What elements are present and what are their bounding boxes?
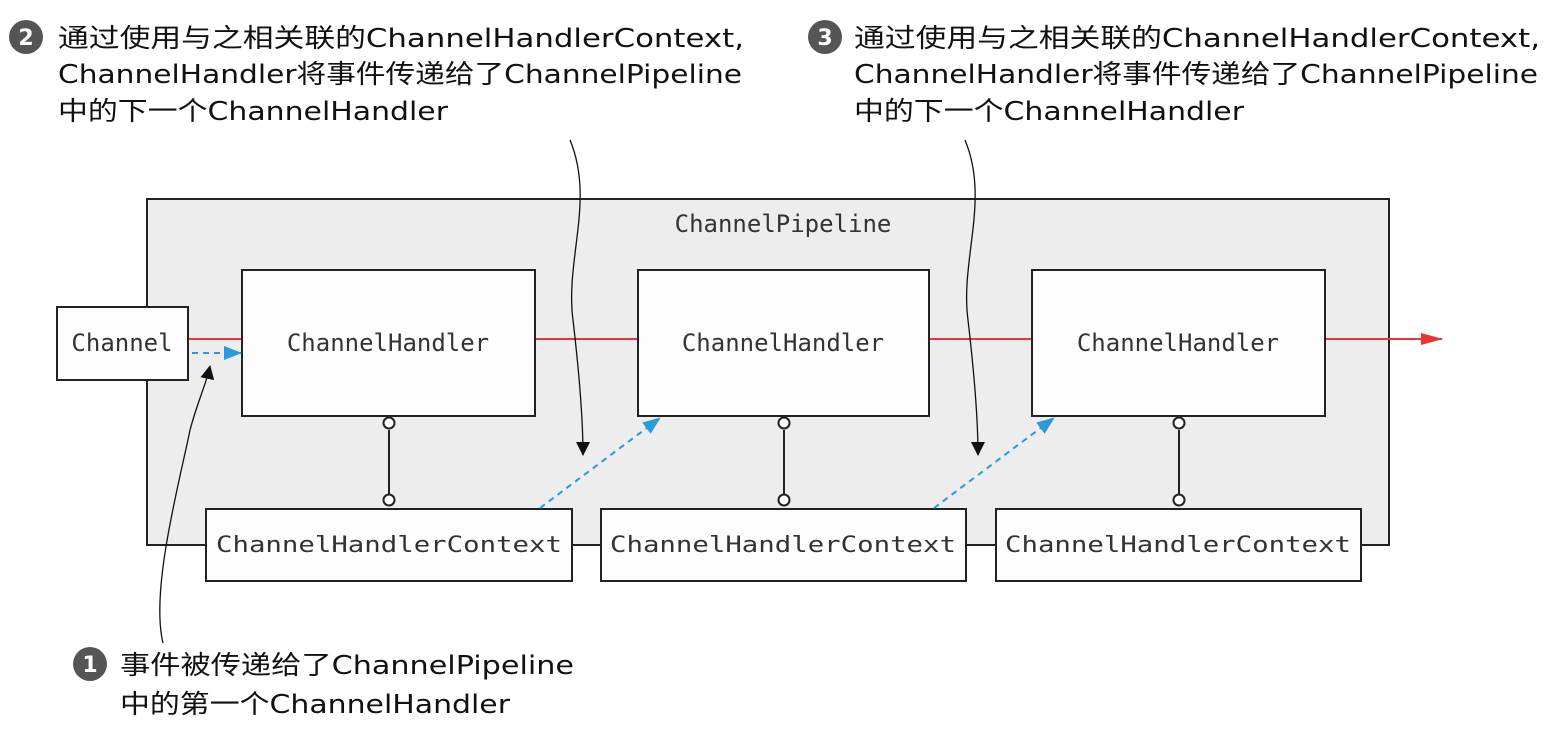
step-2-badge xyxy=(9,20,43,54)
channel-handler-context-label-3: ChannelHandlerContext xyxy=(1005,533,1351,558)
annotation-3-line-3: 中的下一个ChannelHandler xyxy=(854,97,1244,127)
channel-handler-context-box-2: ChannelHandlerContext xyxy=(600,508,967,582)
channel-handler-label-2: ChannelHandler xyxy=(682,329,884,357)
handler-context-link-1 xyxy=(382,416,396,507)
channel-box: Channel xyxy=(56,306,189,381)
callout-curve-1 xyxy=(159,365,215,644)
annotation-3-line-2: ChannelHandler将事件传递给了ChannelPipeline xyxy=(854,60,1538,90)
channel-handler-box-3: ChannelHandler xyxy=(1031,269,1326,417)
handler-context-link-3 xyxy=(1172,416,1186,507)
context-to-handler-arrow-1 xyxy=(539,417,661,509)
channel-handler-label-1: ChannelHandler xyxy=(287,329,489,357)
channel-handler-context-label-2: ChannelHandlerContext xyxy=(610,533,956,558)
step-3-number: 3 xyxy=(817,26,832,51)
annotation-1: 1 事件被传递给了ChannelPipeline 中的第一个ChannelHan… xyxy=(73,647,574,720)
channel-handler-context-box-3: ChannelHandlerContext xyxy=(995,508,1362,582)
callout-curve-3 xyxy=(964,139,985,456)
pipeline-label: ChannelPipeline xyxy=(675,210,892,238)
channel-handler-box-2: ChannelHandler xyxy=(637,269,930,417)
callout-curve-2 xyxy=(569,139,590,456)
channel-handler-label-3: ChannelHandler xyxy=(1077,329,1279,357)
channel-handler-context-box-1: ChannelHandlerContext xyxy=(205,508,573,582)
annotation-2-line-1: 通过使用与之相关联的ChannelHandlerContext, xyxy=(58,24,744,54)
channel-handler-box-1: ChannelHandler xyxy=(241,269,536,417)
step-3-badge xyxy=(808,20,842,54)
context-to-handler-arrow-2 xyxy=(933,417,1055,509)
step-1-number: 1 xyxy=(82,653,97,678)
step-2-number: 2 xyxy=(18,26,33,51)
channel-label: Channel xyxy=(71,329,172,357)
annotation-2-line-2: ChannelHandler将事件传递给了ChannelPipeline xyxy=(58,60,742,90)
handler-context-link-2 xyxy=(777,416,791,507)
annotation-3: 3 通过使用与之相关联的ChannelHandlerContext, Chann… xyxy=(808,20,1540,127)
annotation-1-line-1: 事件被传递给了ChannelPipeline xyxy=(120,651,574,681)
annotation-1-line-2: 中的第一个ChannelHandler xyxy=(120,690,510,720)
annotation-2: 2 通过使用与之相关联的ChannelHandlerContext, Chann… xyxy=(9,20,744,127)
annotation-2-line-3: 中的下一个ChannelHandler xyxy=(58,97,448,127)
channel-handler-context-label-1: ChannelHandlerContext xyxy=(216,533,562,558)
annotation-3-line-1: 通过使用与之相关联的ChannelHandlerContext, xyxy=(854,24,1540,54)
step-1-badge xyxy=(73,647,107,681)
